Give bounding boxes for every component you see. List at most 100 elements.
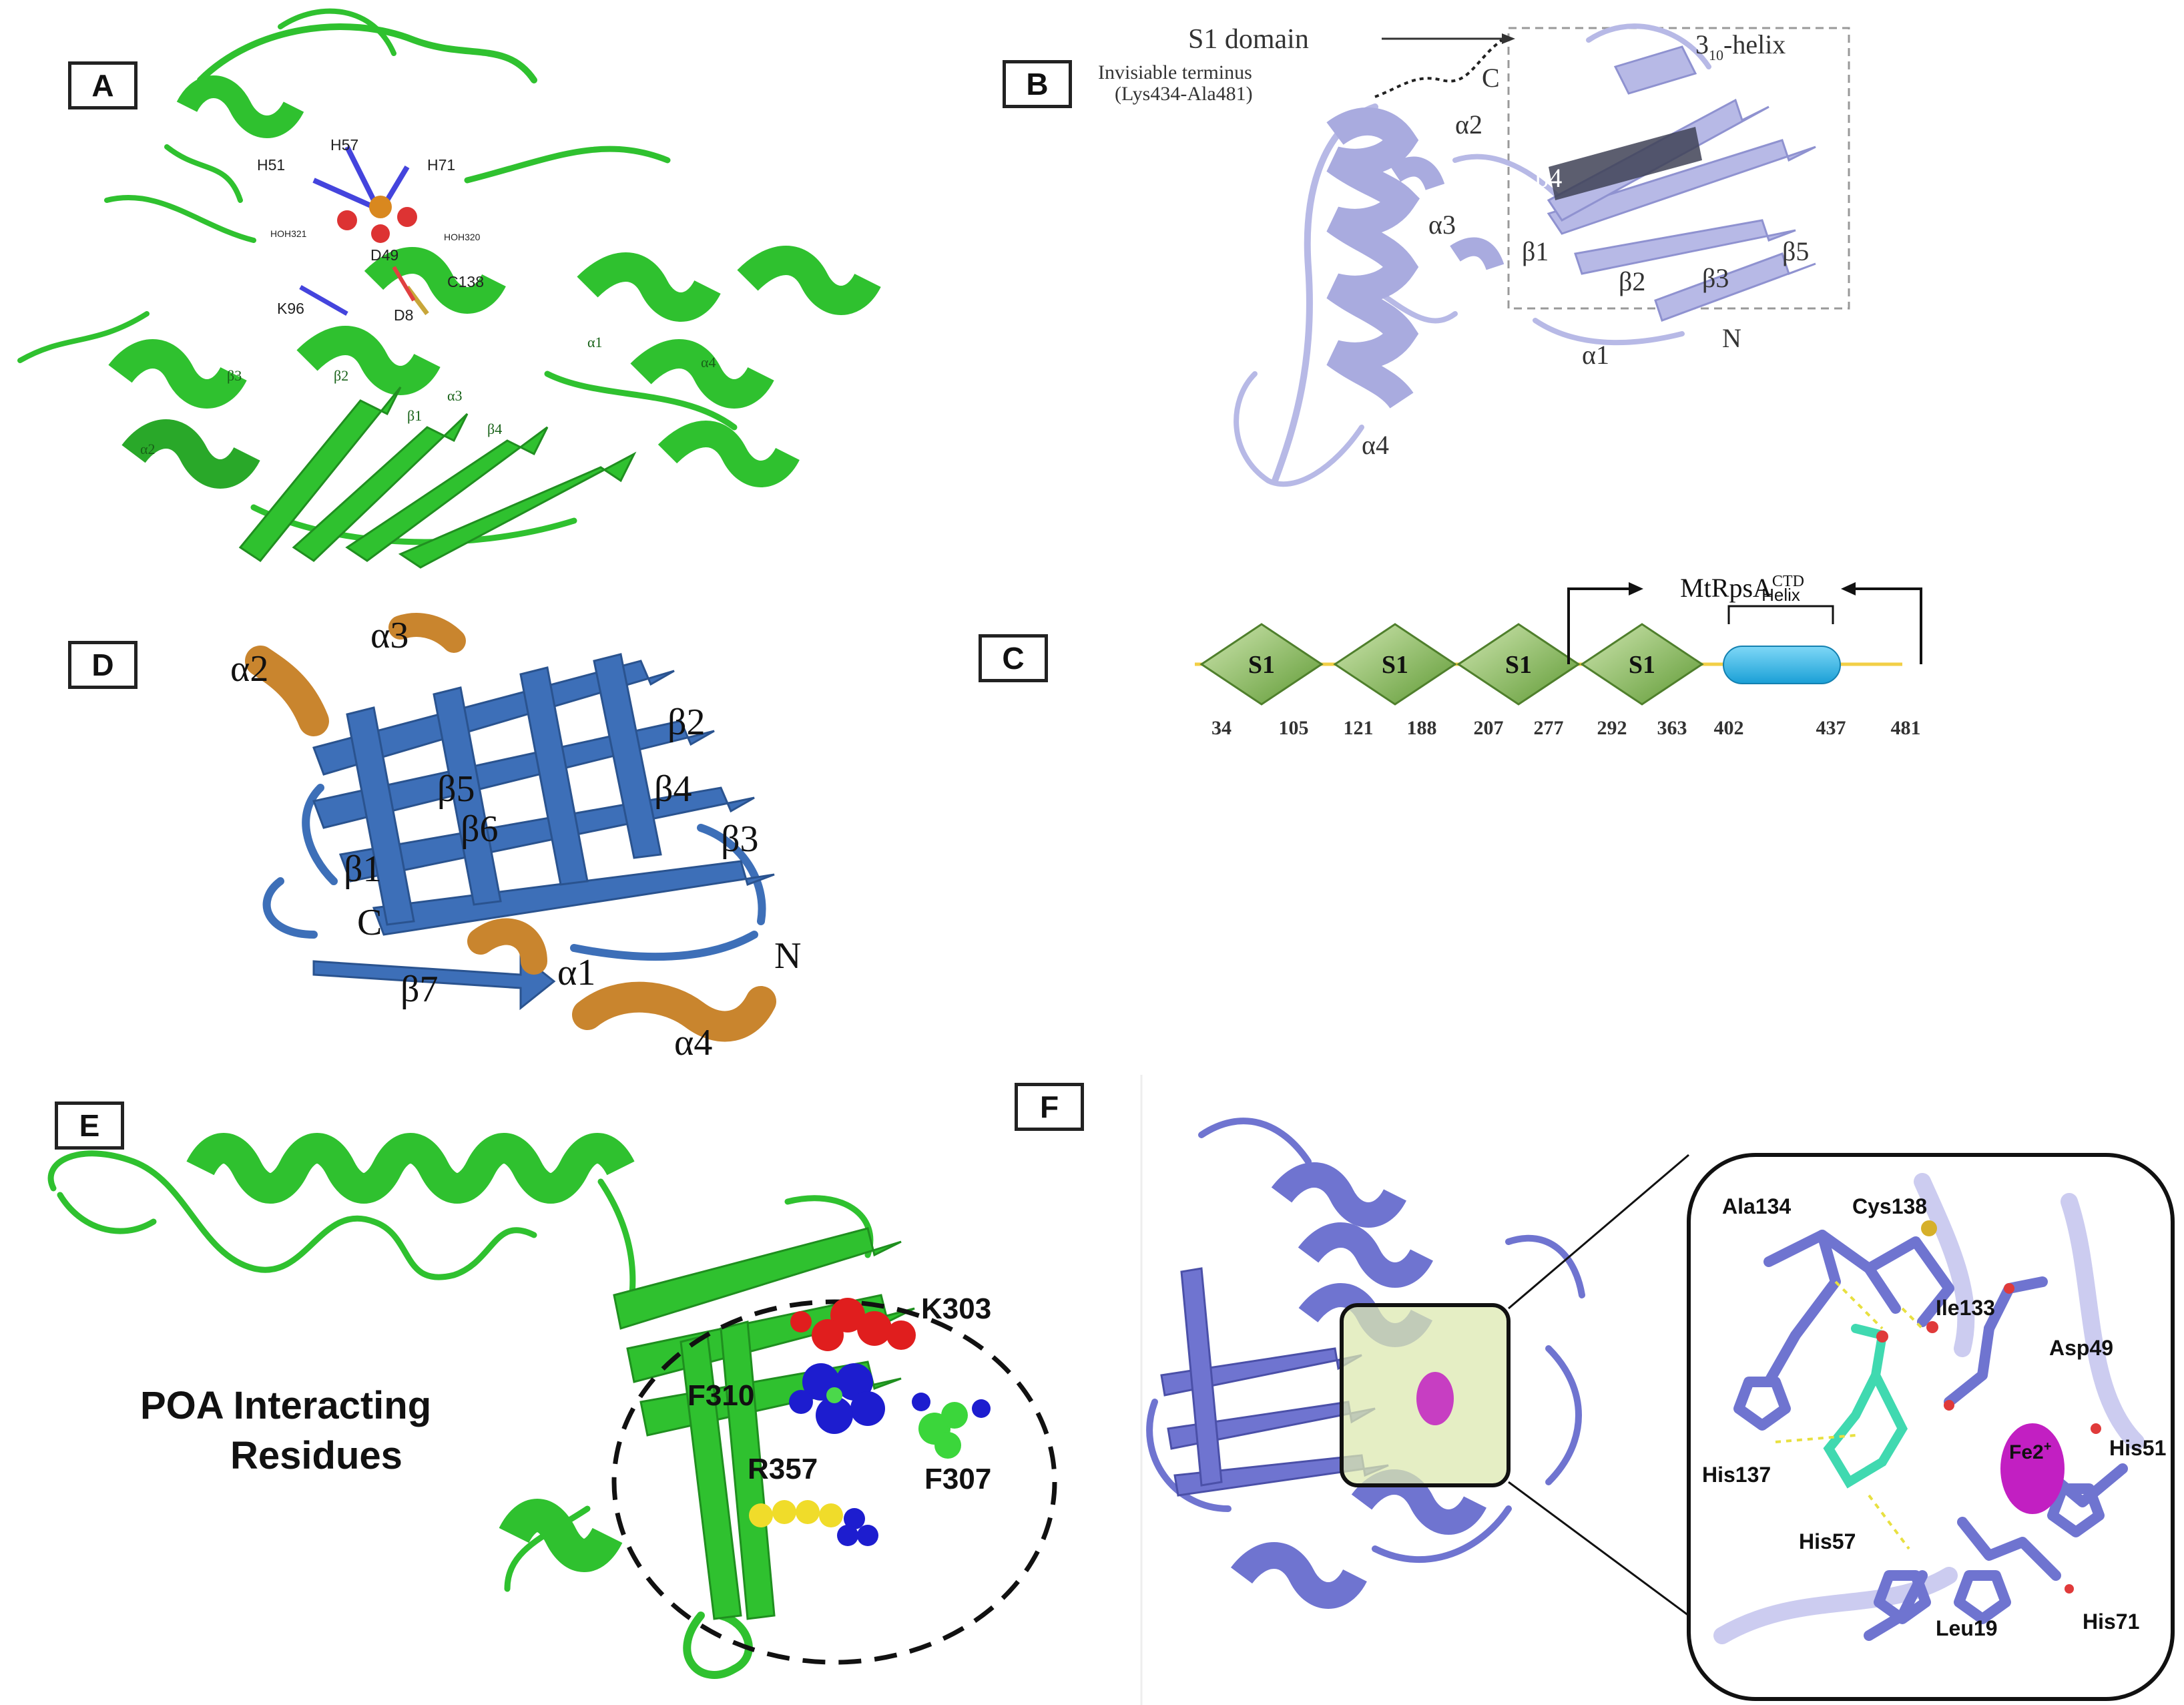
c-pos-105: 105 — [1279, 717, 1309, 739]
a-el-alpha3: α3 — [447, 387, 463, 404]
d-el-alpha2: α2 — [230, 648, 268, 690]
e-binding-pocket-outline — [611, 1299, 1057, 1665]
d-el-beta4: β4 — [654, 768, 692, 810]
f-res-his57: His57 — [1799, 1529, 1856, 1553]
panel-d-structure: α1 α2 α3 α4 β1 β2 β3 β4 β5 β6 β7 C N — [230, 613, 801, 1063]
f-fe-label: Fe2+ — [2009, 1439, 2051, 1463]
panel-e: POA Interacting Residues K303 F310 F307 … — [0, 1068, 1135, 1705]
f-res-his137: His137 — [1702, 1463, 1771, 1487]
a-el-beta3: β3 — [227, 367, 242, 384]
c-helix-label: Helix — [1761, 585, 1800, 605]
b-el-alpha1: α1 — [1582, 340, 1609, 370]
panel-c-label: C — [979, 634, 1048, 682]
e-title-line2: Residues — [230, 1434, 402, 1477]
f-res-leu19: Leu19 — [1936, 1616, 1997, 1640]
panel-d-label: D — [68, 641, 138, 689]
a-res-c138: C138 — [447, 273, 484, 290]
b-n-term: N — [1722, 323, 1741, 353]
c-pos-481: 481 — [1891, 717, 1921, 739]
c-pos-121: 121 — [1344, 717, 1374, 739]
d-el-alpha1: α1 — [557, 952, 595, 993]
d-el-alpha3: α3 — [370, 615, 408, 656]
e-res-f310: F310 — [688, 1379, 754, 1412]
a-el-beta2: β2 — [334, 367, 348, 384]
c-pos-277: 277 — [1534, 717, 1564, 739]
d-el-beta6: β6 — [461, 808, 499, 850]
d-el-alpha4: α4 — [674, 1022, 712, 1063]
e-res-r357: R357 — [748, 1453, 818, 1485]
c-pos-363: 363 — [1657, 717, 1687, 739]
panel-f-structure: Ala134 Cys138 Ile133 Asp49 His137 His51 … — [1140, 1075, 2175, 1705]
c-s1-domain-2: S1 — [1333, 623, 1457, 706]
e-res-k303: K303 — [921, 1292, 991, 1325]
panel-e-structure: POA Interacting Residues K303 F310 F307 … — [47, 1133, 1057, 1679]
panel-f: Ala134 Cys138 Ile133 Asp49 His137 His51 … — [1001, 1068, 2184, 1705]
a-el-alpha4: α4 — [701, 354, 716, 371]
a-el-alpha2: α2 — [140, 441, 156, 457]
d-el-beta5: β5 — [437, 768, 475, 810]
b-310-helix: 310-helix — [1695, 29, 1786, 63]
panel-b-structure: S1 domain Invisiable terminus (Lys434-Al… — [1098, 23, 1850, 487]
b-el-beta5: β5 — [1782, 236, 1809, 266]
b-s1-domain-label: S1 domain — [1188, 24, 1309, 55]
a-res-d8: D8 — [394, 306, 413, 324]
panel-c-domain-map: S1 S1 S1 S1 Helix MtRpsACTD 34 10 — [1195, 574, 1922, 739]
panel-b: S1 domain Invisiable terminus (Lys434-Al… — [988, 0, 2184, 574]
b-invisible-range: (Lys434-Ala481) — [1115, 83, 1253, 105]
a-res-k96: K96 — [277, 300, 304, 317]
b-el-beta2: β2 — [1619, 266, 1645, 296]
d-el-beta3: β3 — [721, 818, 759, 860]
f-res-cys138: Cys138 — [1852, 1194, 1927, 1218]
svg-text:S1: S1 — [1248, 651, 1275, 679]
panel-a-structure: H51 H57 H71 D49 K96 C138 D8 HOH321 HOH32… — [17, 8, 881, 569]
a-res-h51: H51 — [257, 156, 285, 174]
svg-text:S1: S1 — [1629, 651, 1655, 679]
c-pos-188: 188 — [1407, 717, 1437, 739]
b-el-alpha4: α4 — [1362, 430, 1389, 460]
c-s1-domain-4: S1 — [1580, 623, 1704, 706]
f-res-his71: His71 — [2083, 1610, 2139, 1634]
e-res-f307: F307 — [924, 1463, 991, 1495]
b-el-alpha3: α3 — [1428, 210, 1456, 240]
svg-text:S1: S1 — [1382, 651, 1408, 679]
c-pos-292: 292 — [1597, 717, 1627, 739]
c-s1-domain-3: S1 — [1456, 623, 1581, 706]
c-ctd-label: MtRpsACTD — [1680, 574, 1804, 603]
a-res-h71: H71 — [427, 156, 455, 174]
f-res-ala134: Ala134 — [1722, 1194, 1791, 1218]
c-pos-207: 207 — [1474, 717, 1504, 739]
b-invisible-terminus: Invisiable terminus — [1098, 61, 1252, 83]
b-el-beta4: β4 — [1535, 163, 1562, 193]
b-el-beta1: β1 — [1522, 236, 1549, 266]
b-el-beta3: β3 — [1702, 263, 1729, 293]
f-fe-ion — [2000, 1423, 2065, 1514]
d-n-term: N — [774, 935, 801, 977]
b-c-term: C — [1482, 63, 1500, 93]
f-res-his51: His51 — [2109, 1436, 2166, 1460]
panel-d: α1 α2 α3 α4 β1 β2 β3 β4 β5 β6 β7 C N D — [0, 587, 914, 1068]
a-res-hoh321: HOH321 — [270, 228, 307, 239]
a-res-hoh320: HOH320 — [444, 232, 481, 242]
f-res-asp49: Asp49 — [2049, 1336, 2113, 1360]
panel-b-label: B — [1003, 60, 1072, 108]
d-el-beta7: β7 — [400, 969, 439, 1010]
d-c-term: C — [357, 902, 382, 943]
c-pos-402: 402 — [1714, 717, 1744, 739]
panel-a-label: A — [68, 61, 138, 109]
a-el-beta4: β4 — [487, 421, 502, 437]
f-res-ile133: Ile133 — [1936, 1296, 1995, 1320]
d-el-beta1: β1 — [344, 848, 382, 890]
a-res-h57: H57 — [330, 136, 358, 154]
c-pos-34: 34 — [1211, 717, 1232, 739]
f-inset-frame — [1687, 1153, 2175, 1701]
panel-e-label: E — [55, 1102, 124, 1150]
panel-f-label: F — [1015, 1083, 1084, 1131]
a-el-beta1: β1 — [407, 407, 422, 424]
c-s1-domain-1: S1 — [1199, 623, 1324, 706]
d-el-beta2: β2 — [667, 702, 706, 743]
panel-a: H51 H57 H71 D49 K96 C138 D8 HOH321 HOH32… — [0, 0, 914, 587]
b-el-alpha2: α2 — [1455, 109, 1482, 140]
c-helix-pill — [1723, 646, 1841, 684]
c-pos-437: 437 — [1816, 717, 1846, 739]
a-el-alpha1: α1 — [587, 334, 603, 350]
